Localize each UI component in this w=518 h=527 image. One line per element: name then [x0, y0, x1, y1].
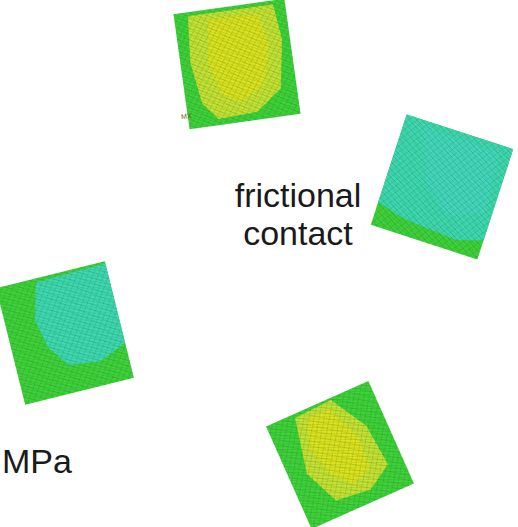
- caption-label: frictional contact: [198, 176, 398, 252]
- contact-block: [266, 381, 414, 527]
- contact-block: [173, 0, 300, 129]
- unit-label: MPa: [2, 442, 92, 480]
- contact-block: [0, 261, 134, 405]
- contact-block: [371, 115, 513, 260]
